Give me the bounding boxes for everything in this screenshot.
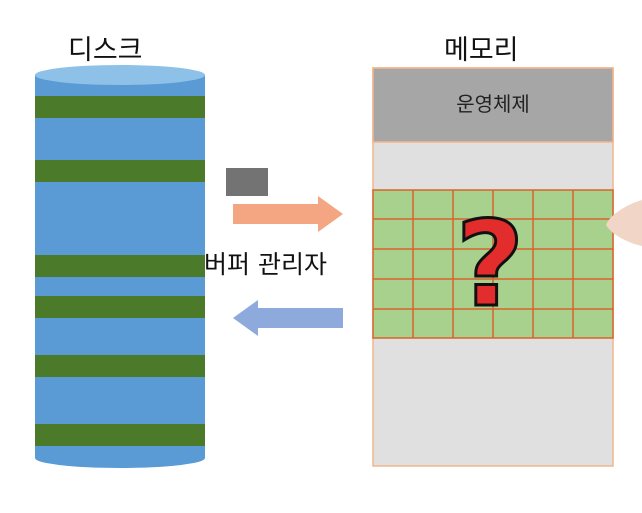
arrow-left-icon (233, 300, 343, 336)
memory-label: 메모리 (444, 35, 519, 66)
disk-label: 디스크 (68, 35, 143, 66)
page-block (226, 168, 268, 196)
disk-cylinder (35, 65, 205, 468)
arrow-right-icon (233, 196, 343, 232)
os-label: 운영체제 (456, 92, 530, 116)
buffer-grid (372, 189, 614, 339)
question-mark: ? (456, 195, 524, 333)
hand-image (606, 200, 642, 246)
os-region (372, 67, 614, 143)
buffer-manager-label: 버퍼 관리자 (204, 250, 327, 279)
